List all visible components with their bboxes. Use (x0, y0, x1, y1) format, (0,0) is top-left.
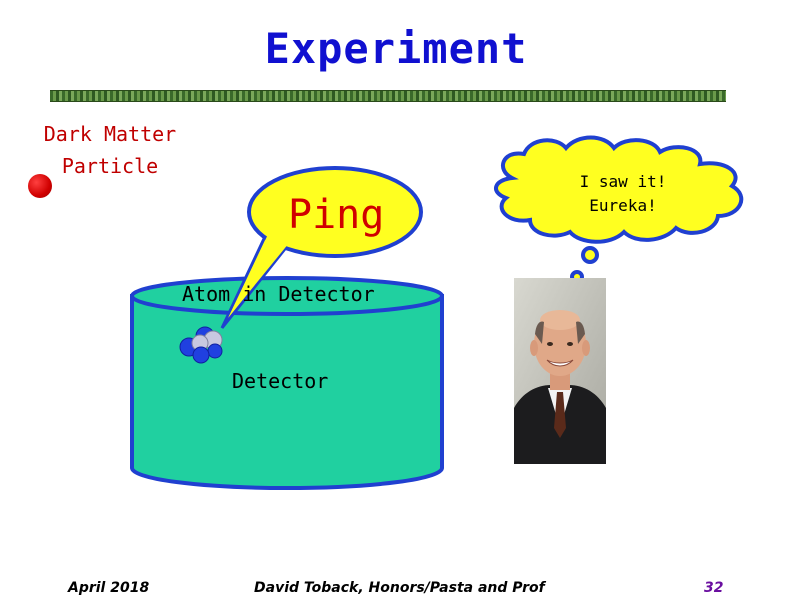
detector-label: Detector (232, 369, 329, 393)
dark-matter-label: Dark Matter Particle (20, 118, 200, 182)
ping-text: Ping (288, 192, 385, 238)
slide-title: Experiment (264, 24, 528, 73)
thought-cloud (494, 135, 744, 305)
atom-in-detector-label: Atom in Detector (182, 282, 375, 306)
dark-matter-label-line2: Particle (61, 154, 159, 178)
thought-line2: Eureka! (589, 196, 657, 215)
thought-text: I saw it! Eureka! (568, 170, 678, 218)
footer-author: David Toback, Honors/Pasta and Prof (254, 580, 545, 596)
ping-speech-bubble (220, 166, 423, 329)
atom-nucleus (179, 326, 223, 364)
presenter-photo (514, 278, 606, 464)
title-divider (50, 90, 726, 102)
footer-date: April 2018 (68, 580, 150, 596)
dark-matter-label-line1: Dark Matter (43, 122, 177, 146)
page-number: 32 (704, 580, 724, 596)
thought-line1: I saw it! (579, 172, 667, 191)
dark-matter-particle (28, 174, 52, 198)
